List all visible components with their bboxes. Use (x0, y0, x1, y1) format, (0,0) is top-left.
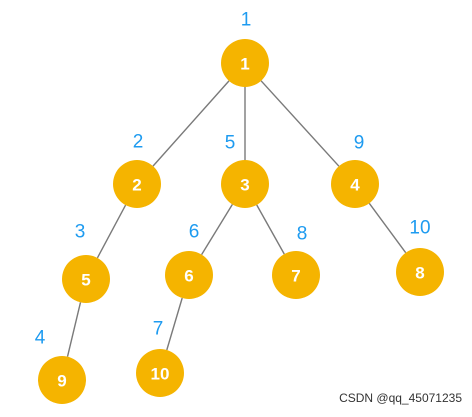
order-label-9: 4 (35, 328, 46, 349)
node-3 (221, 160, 269, 208)
edge-5-9 (66, 302, 82, 357)
node-label-1: 1 (240, 55, 249, 74)
order-label-6: 6 (189, 222, 200, 243)
order-label-10: 7 (153, 319, 164, 340)
node-label-8: 8 (415, 264, 424, 283)
order-labels-layer: 1 2 5 9 3 6 8 10 4 7 (35, 10, 431, 349)
order-label-1: 1 (241, 10, 252, 31)
edge-2-5 (96, 204, 127, 259)
node-10 (136, 349, 184, 397)
order-label-8: 10 (409, 218, 430, 239)
edge-4-8 (368, 202, 407, 254)
node-label-2: 2 (132, 176, 141, 195)
edge-3-6 (201, 204, 233, 255)
node-4 (331, 160, 379, 208)
node-label-7: 7 (291, 267, 300, 286)
node-label-3: 3 (240, 176, 249, 195)
watermark-text: CSDN @qq_45071235 (339, 391, 462, 405)
edges-layer (66, 80, 407, 357)
node-7 (272, 251, 320, 299)
node-8 (396, 248, 444, 296)
order-label-5: 3 (75, 222, 86, 243)
edge-1-4 (260, 80, 340, 167)
node-2 (113, 160, 161, 208)
node-label-10: 10 (151, 365, 170, 384)
node-label-9: 9 (57, 372, 66, 391)
node-1 (221, 39, 269, 87)
nodes-layer: 1 2 3 4 5 6 7 8 9 10 (38, 39, 444, 404)
node-6 (165, 251, 213, 299)
edge-6-10 (166, 297, 183, 351)
node-9 (38, 356, 86, 404)
order-label-7: 8 (297, 224, 308, 245)
node-label-6: 6 (184, 267, 193, 286)
order-label-2: 2 (133, 132, 144, 153)
node-label-5: 5 (81, 271, 90, 290)
edge-1-2 (152, 80, 230, 167)
edge-3-7 (256, 204, 285, 255)
order-label-3: 5 (225, 133, 236, 154)
order-label-4: 9 (354, 133, 365, 154)
node-label-4: 4 (350, 176, 360, 195)
node-5 (62, 255, 110, 303)
